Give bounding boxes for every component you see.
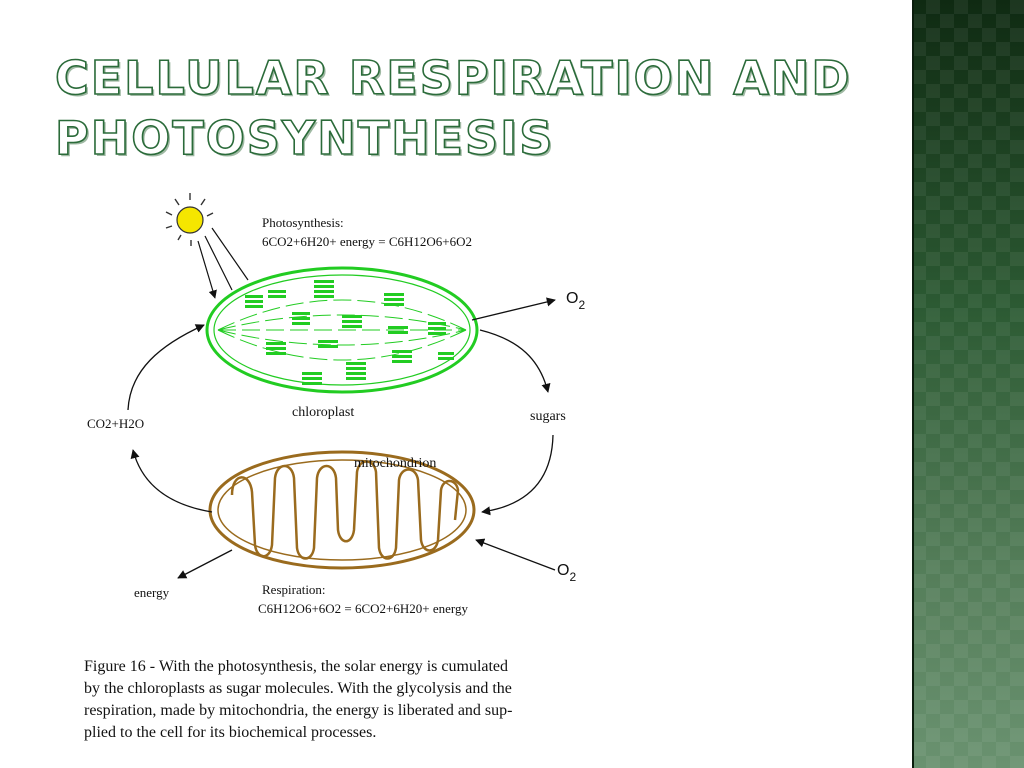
cycle-arrows — [127, 297, 556, 579]
caption-line: plied to the cell for its biochemical pr… — [84, 724, 377, 741]
caption-line: by the chloroplasts as sugar molecules. … — [84, 680, 512, 697]
caption-line: respiration, made by mitochondria, the e… — [84, 702, 513, 719]
title-line-2: Photosynthesis — [54, 110, 555, 166]
energy-label: energy — [134, 585, 170, 600]
caption-line: Figure 16 - With the photosynthesis, the… — [84, 658, 509, 675]
respiration-equation: C6H12O6+6O2 = 6CO2+6H20+ energy — [258, 601, 468, 616]
photosynthesis-equation: 6CO2+6H20+ energy = C6H12O6+6O2 — [262, 234, 472, 249]
mitochondrion-label: mitochondrion — [354, 456, 436, 471]
mitochondrion-shape — [208, 450, 476, 570]
oxygen-input-label: O2 — [557, 562, 576, 584]
co2-h2o-label: CO2+H2O — [87, 416, 144, 431]
sun-icon — [165, 193, 214, 246]
sidebar-divider — [912, 0, 914, 768]
oxygen-output-label: O2 — [566, 290, 585, 312]
respiration-label: Respiration: — [262, 582, 326, 597]
decorative-sidebar — [912, 0, 1024, 768]
slide-title: Cellular Respiration and Photosynthesis — [54, 48, 895, 168]
chloroplast-label: chloroplast — [292, 405, 354, 420]
sugars-label: sugars — [530, 409, 566, 424]
photosynthesis-label: Photosynthesis: — [262, 215, 344, 230]
figure-caption: Figure 16 - With the photosynthesis, the… — [84, 656, 629, 744]
light-rays — [197, 227, 249, 299]
cycle-diagram: Photosynthesis: 6CO2+6H20+ energy = C6H1… — [87, 193, 585, 616]
title-line-1: Cellular Respiration and — [54, 50, 852, 106]
chloroplast-shape — [205, 266, 479, 394]
